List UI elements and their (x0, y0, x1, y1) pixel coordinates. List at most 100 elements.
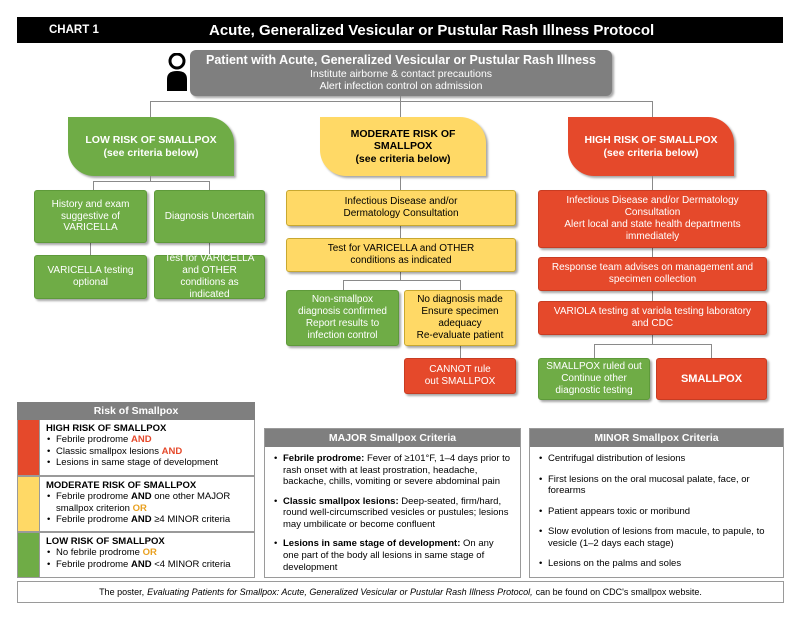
risk-swatch-moderate (18, 477, 40, 531)
history-exam-box: History and exam suggestive of VARICELLA (34, 190, 147, 243)
connector (400, 176, 401, 190)
minor-criterion: Slow evolution of lesions from macule, t… (538, 526, 775, 549)
connector (652, 335, 653, 345)
patient-line2: Alert infection control on admission (319, 80, 483, 93)
smallpox-text: SMALLPOX (680, 372, 743, 385)
moderate-consult-text: Infectious Disease and/or Dermatology Co… (343, 196, 459, 219)
cannot-rule-out-text: CANNOT rule out SMALLPOX (424, 364, 496, 387)
minor-criterion: Patient appears toxic or moribund (538, 506, 775, 518)
major-criterion: Classic smallpox lesions: Deep-seated, f… (273, 496, 512, 531)
risk-moderate-item: Febrile prodrome AND ≥4 MINOR criteria (46, 514, 248, 526)
major-criteria-panel: MAJOR Smallpox Criteria Febrile prodrome… (264, 428, 521, 578)
major-criterion: Febrile prodrome: Fever of ≥101°F, 1–4 d… (273, 453, 512, 488)
risk-low-heading: LOW RISK OF SMALLPOX (46, 536, 165, 547)
connector (652, 291, 653, 301)
minor-criterion: First lesions on the oral mucosal palate… (538, 474, 775, 497)
high-risk-sub: (see criteria below) (603, 146, 699, 159)
non-smallpox-line2: Report results to infection control (305, 318, 380, 341)
risk-row-high: HIGH RISK OF SMALLPOX Febrile prodrome A… (17, 420, 255, 476)
risk-moderate-item: Febrile prodrome AND one other MAJOR sma… (46, 491, 248, 514)
ruled-out-line1: SMALLPOX ruled out (546, 361, 642, 373)
connector (460, 346, 461, 358)
risk-row-low: LOW RISK OF SMALLPOX No febrile prodrome… (17, 532, 255, 578)
connector (652, 248, 653, 257)
minor-criteria-title: MINOR Smallpox Criteria (594, 432, 719, 444)
connector (711, 344, 712, 358)
moderate-risk-box: MODERATE RISK OF SMALLPOX (see criteria … (320, 117, 486, 176)
risk-moderate-heading: MODERATE RISK OF SMALLPOX (46, 480, 197, 491)
smallpox-box: SMALLPOX (656, 358, 767, 400)
no-diagnosis-line1: No diagnosis made (417, 294, 503, 306)
cannot-rule-out-box: CANNOT rule out SMALLPOX (404, 358, 516, 394)
risk-swatch-high (18, 420, 40, 475)
major-criteria-header: MAJOR Smallpox Criteria (265, 429, 520, 447)
high-risk-box: HIGH RISK OF SMALLPOX (see criteria belo… (568, 117, 734, 176)
test-other-low-box: Test for VARICELLA and OTHER conditions … (154, 253, 265, 300)
diagnosis-uncertain-box: Diagnosis Uncertain (154, 190, 265, 243)
connector (400, 272, 401, 280)
connector (343, 280, 461, 281)
risk-high-item: Classic smallpox lesions AND (46, 446, 218, 458)
minor-criterion: Lesions on the palms and soles (538, 558, 775, 570)
test-other-low-text: Test for VARICELLA and OTHER conditions … (164, 253, 255, 300)
low-risk-title: LOW RISK OF SMALLPOX (85, 133, 217, 146)
no-diagnosis-line2: Ensure specimen adequacy (421, 306, 499, 329)
no-diagnosis-line3: Re-evaluate patient (416, 329, 504, 341)
footer-poster-title: Evaluating Patients for Smallpox: Acute,… (147, 587, 533, 597)
person-icon (167, 53, 187, 91)
footer-pre: The poster, (99, 587, 145, 597)
risk-high-item: Febrile prodrome AND (46, 434, 218, 446)
connector (209, 243, 210, 255)
connector (400, 96, 401, 102)
footer-note: The poster, Evaluating Patients for Smal… (17, 581, 784, 603)
risk-low-item: Febrile prodrome AND <4 MINOR criteria (46, 559, 231, 571)
moderate-risk-title: MODERATE RISK OF SMALLPOX (350, 127, 456, 153)
major-criteria-title: MAJOR Smallpox Criteria (328, 432, 457, 444)
non-smallpox-box: Non-smallpox diagnosis confirmed Report … (286, 290, 399, 346)
footer-post: can be found on CDC's smallpox website. (535, 587, 702, 597)
connector (460, 280, 461, 290)
header-bar: CHART 1 Acute, Generalized Vesicular or … (17, 17, 783, 43)
risk-high-heading: HIGH RISK OF SMALLPOX (46, 423, 167, 434)
low-risk-sub: (see criteria below) (103, 146, 199, 159)
moderate-test-box: Test for VARICELLA and OTHER conditions … (286, 238, 516, 272)
minor-criteria-header: MINOR Smallpox Criteria (530, 429, 783, 447)
patient-box: Patient with Acute, Generalized Vesicula… (190, 50, 612, 96)
risk-low-item: No febrile prodrome OR (46, 547, 231, 559)
high-risk-title: HIGH RISK OF SMALLPOX (584, 133, 718, 146)
connector (652, 101, 653, 117)
risk-swatch-low (18, 533, 40, 577)
connector (400, 226, 401, 238)
connector (93, 181, 94, 190)
diagnosis-uncertain-text: Diagnosis Uncertain (164, 210, 255, 222)
risk-table-header: Risk of Smallpox (17, 402, 255, 420)
chart-label: CHART 1 (49, 24, 99, 36)
variola-testing-text: VARIOLA testing at variola testing labor… (553, 306, 752, 329)
connector (594, 344, 595, 358)
minor-criterion: Centrifugal distribution of lesions (538, 453, 775, 465)
connector (90, 243, 91, 255)
connector (150, 101, 653, 102)
moderate-consult-box: Infectious Disease and/or Dermatology Co… (286, 190, 516, 226)
moderate-test-text: Test for VARICELLA and OTHER conditions … (327, 243, 475, 266)
connector (150, 176, 151, 182)
connector (93, 181, 210, 182)
risk-row-moderate: MODERATE RISK OF SMALLPOX Febrile prodro… (17, 476, 255, 532)
connector (594, 344, 712, 345)
connector (209, 181, 210, 190)
patient-title: Patient with Acute, Generalized Vesicula… (206, 53, 596, 68)
connector (343, 280, 344, 290)
low-risk-box: LOW RISK OF SMALLPOX (see criteria below… (68, 117, 234, 176)
patient-line1: Institute airborne & contact precautions (309, 68, 493, 80)
high-consult-line1: Infectious Disease and/or Dermatology Co… (566, 195, 739, 219)
varicella-testing-text: VARICELLA testing optional (47, 265, 134, 288)
minor-criteria-panel: MINOR Smallpox Criteria Centrifugal dist… (529, 428, 784, 578)
risk-table-title: Risk of Smallpox (93, 405, 179, 417)
response-team-box: Response team advises on management and … (538, 257, 767, 291)
ruled-out-line2: Continue other diagnostic testing (555, 373, 633, 396)
major-criterion: Lesions in same stage of development: On… (273, 538, 512, 573)
non-smallpox-line1: Non-smallpox diagnosis confirmed (298, 294, 387, 318)
response-team-text: Response team advises on management and … (551, 262, 754, 285)
moderate-risk-sub: (see criteria below) (355, 152, 451, 165)
high-consult-box: Infectious Disease and/or Dermatology Co… (538, 190, 767, 248)
